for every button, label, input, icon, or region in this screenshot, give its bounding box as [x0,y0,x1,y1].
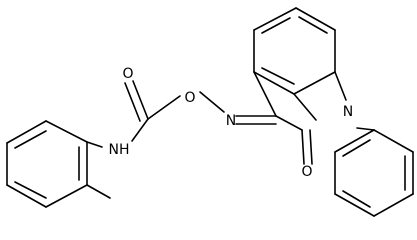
bond [301,129,305,165]
bond [334,129,375,153]
bond [124,82,141,122]
bond [199,91,225,113]
bond [295,7,336,31]
bond [14,181,47,199]
bond [147,95,181,120]
atom-label-o-ester: O [184,90,195,106]
bonds [6,7,414,217]
bond [334,71,347,101]
bond [298,16,328,34]
bond [293,71,336,95]
bond [45,184,88,208]
atom-label-nh-carbamate: NH [109,142,130,158]
atom-labels: O N N O NH O [109,66,354,180]
bond [334,193,375,217]
bond [86,141,103,148]
bond [6,120,47,144]
atom-label-n-indole: N [343,104,353,120]
bond [275,115,303,131]
bond [45,120,88,143]
bond [373,193,414,217]
atom-label-o-carbamate: O [122,66,133,82]
bond [6,184,47,208]
bond [253,71,295,95]
bond [373,129,414,153]
bond [261,17,291,34]
bond [132,80,149,120]
bond [293,93,317,121]
bond [253,71,277,117]
bond [309,129,313,165]
bond [14,130,47,149]
bond [86,184,111,199]
bond [356,127,375,131]
bond [253,7,297,31]
molecule-structure: O N N O NH O [6,7,414,217]
bond [342,139,371,157]
bond [131,118,149,142]
atom-label-n-oxime: N [226,113,236,129]
bond [261,67,295,85]
bond [342,190,371,208]
atom-label-o-lactam: O [301,164,312,180]
